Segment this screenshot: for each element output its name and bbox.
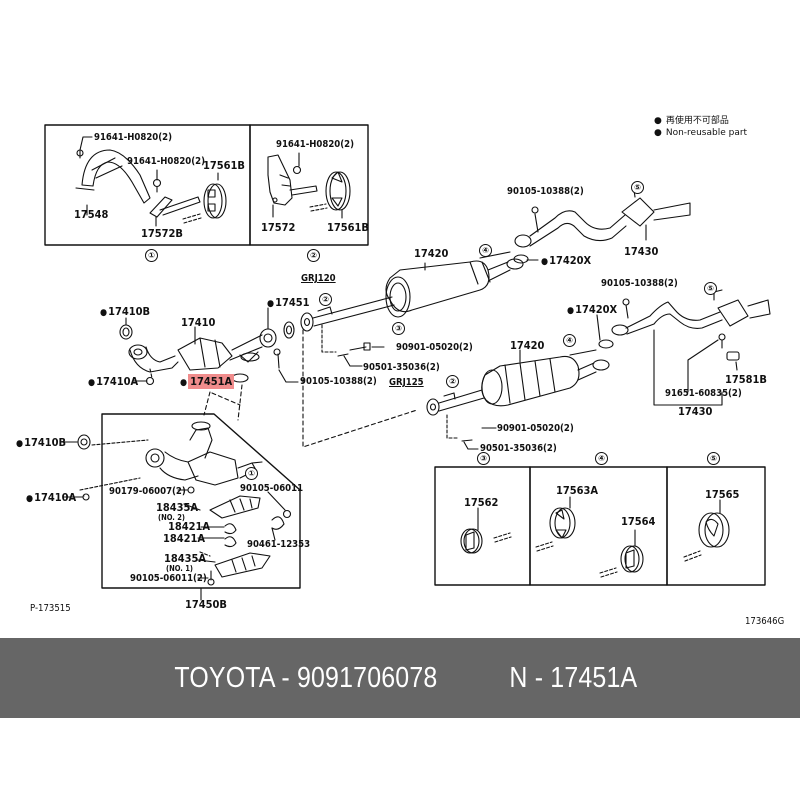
part-label-18421a[interactable]: 18421A [168, 520, 211, 533]
exhaust-system-diagram [44, 124, 771, 601]
part-label-17420[interactable]: 17420 [414, 247, 449, 260]
bracket-17572b-drawing [149, 178, 202, 224]
part-label-18421a[interactable]: 18421A [163, 532, 206, 545]
part-label[interactable]: 90901-05020(2) [396, 342, 473, 353]
figure-code-left: P-173515 [30, 603, 71, 614]
marker-5: ⑤ [631, 181, 644, 194]
box-marker-1: ① [145, 249, 158, 262]
part-label[interactable]: 90501-35036(2) [363, 362, 440, 373]
tail-pipe-17430-top-drawing [514, 186, 691, 248]
tail-pipe-17430-right-drawing [611, 289, 771, 336]
part-note: (NO. 1) [166, 564, 193, 573]
box-marker-4: ④ [595, 452, 608, 465]
bracket-17572-drawing [267, 154, 318, 206]
part-label[interactable]: 90105-06011 [240, 483, 304, 494]
part-label-17581b[interactable]: 17581B [725, 373, 767, 386]
part-label[interactable]: 90105-10388(2) [601, 278, 678, 289]
highlighted-part-17451a[interactable]: 17451A [188, 374, 235, 389]
part-label[interactable]: 17572 [261, 221, 296, 234]
figure-code-right: 173646G [745, 616, 785, 627]
detail-box-2 [249, 124, 369, 246]
part-label-17451[interactable]: 17451 [267, 297, 309, 309]
hanger-17561b-drawing-2 [309, 171, 351, 212]
marker-2: ② [446, 375, 459, 388]
part-label[interactable]: 17572B [141, 227, 183, 240]
part-label-17563a[interactable]: 17563A [556, 484, 599, 497]
variant-grj125: GRJ125 [389, 377, 424, 388]
part-label[interactable]: 91641-H0820(2) [94, 132, 172, 143]
hanger-17564-drawing [599, 545, 644, 578]
part-label[interactable]: 90105-10388(2) [507, 186, 584, 197]
hanger-17561b-drawing-1 [203, 183, 227, 219]
hanger-17562-drawing [460, 528, 512, 554]
part-label-17410a[interactable]: 17410A [88, 376, 138, 388]
diagram-reference: N - 17451A [508, 661, 637, 694]
gasket-17410b [119, 324, 133, 340]
part-label-17410a[interactable]: 17410A [26, 492, 76, 504]
part-label-17430[interactable]: 17430 [678, 405, 713, 418]
part-label-17420x[interactable]: 17420X [541, 255, 591, 267]
marker-3: ③ [392, 322, 405, 335]
marker-1: ① [245, 467, 258, 480]
part-label[interactable]: 90105-10388(2) [300, 376, 377, 387]
part-label-17451a-highlighted[interactable]: 17451A [180, 374, 235, 389]
part-label-17450b[interactable]: 17450B [185, 598, 227, 611]
detail-box-17450b [101, 413, 301, 589]
gasket-17451a [231, 373, 249, 383]
muffler-17420-bottom-drawing [426, 349, 610, 416]
part-label-17565[interactable]: 17565 [705, 488, 740, 501]
part-label-17420x[interactable]: 17420X [567, 304, 617, 316]
box-marker-5: ⑤ [707, 452, 720, 465]
part-label[interactable]: 17548 [74, 208, 109, 221]
part-label[interactable]: 90179-06007(2) [109, 486, 186, 497]
part-label-17420[interactable]: 17420 [510, 339, 545, 352]
part-label[interactable]: 90901-05020(2) [497, 423, 574, 434]
legend-non-reusable: Non-reusable part [654, 127, 747, 139]
part-label-17410b[interactable]: 17410B [100, 306, 150, 318]
part-label-17430[interactable]: 17430 [624, 245, 659, 258]
part-number-banner: TOYOTA - 9091706078 N - 17451A [0, 638, 800, 718]
detail-box-3 [434, 466, 531, 586]
part-label[interactable]: 91641-H0820(2) [127, 156, 205, 167]
hanger-17563a-drawing [535, 507, 576, 552]
gasket-17420x-top [513, 254, 529, 264]
box-marker-2: ② [307, 249, 320, 262]
part-label-18435a[interactable]: 18435A [164, 552, 207, 565]
brand-part-number: TOYOTA - 9091706078 [174, 661, 438, 694]
hanger-17565-drawing [683, 512, 730, 562]
part-note: (NO. 2) [158, 513, 185, 522]
part-label[interactable]: 91651-60835(2) [665, 388, 742, 399]
gasket-17451 [283, 321, 295, 339]
part-label-18435a[interactable]: 18435A [156, 501, 199, 514]
legend-japanese: 再使用不可部品 [654, 115, 747, 127]
muffler-17420-top-drawing [300, 251, 524, 332]
part-label-17562[interactable]: 17562 [464, 496, 499, 509]
part-label-17410b[interactable]: 17410B [16, 437, 66, 449]
marker-4: ④ [479, 244, 492, 257]
bracket-17548-drawing [75, 149, 151, 204]
part-label[interactable]: 90501-35036(2) [480, 443, 557, 454]
heat-shields-drawing [199, 495, 292, 586]
marker-2: ② [319, 293, 332, 306]
part-label[interactable]: 17561B [327, 221, 369, 234]
part-label-17564[interactable]: 17564 [621, 515, 656, 528]
marker-5: ⑤ [704, 282, 717, 295]
detail-box-5 [666, 466, 766, 586]
variant-grj120: GRJ120 [301, 273, 336, 284]
sensor-17581b [726, 351, 740, 361]
part-label[interactable]: 90461-12353 [247, 539, 311, 550]
box-marker-3: ③ [477, 452, 490, 465]
part-label[interactable]: 91641-H0820(2) [276, 139, 354, 150]
legend: 再使用不可部品 Non-reusable part [654, 115, 747, 139]
front-pipe-17410-drawing [128, 328, 277, 373]
part-label-17410[interactable]: 17410 [181, 316, 216, 329]
gasket-17420x-right [598, 339, 614, 349]
part-label[interactable]: 90105-06011(2) [130, 573, 207, 584]
converter-17450b-drawing [77, 421, 263, 501]
marker-4: ④ [563, 334, 576, 347]
part-label[interactable]: 17561B [203, 159, 245, 172]
